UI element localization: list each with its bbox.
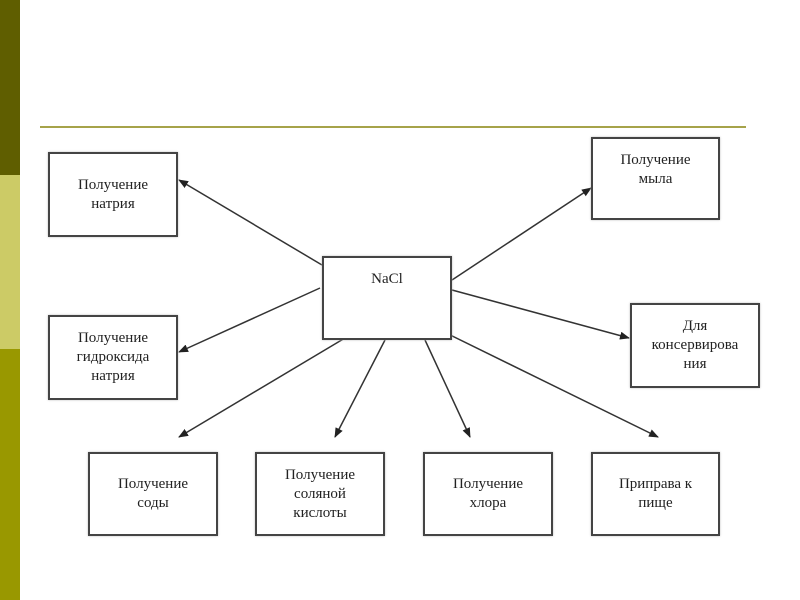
node-label: кислоты [293,504,347,521]
node-label: Получение [620,152,691,168]
node-label: пище [638,495,673,511]
node-label: Для [682,318,708,334]
node-hydroxide: Получение гидроксида натрия [48,315,178,400]
node-label: Получение [77,176,149,193]
node-nacl: NaCl [322,256,452,340]
node-label: Получение [77,330,149,346]
node-label: хлора [469,495,507,511]
node-preserving: Для консервирова ния [630,303,760,388]
arrow-to-seasoning [439,329,659,438]
node-acid: Получение соляной кислоты [255,452,385,536]
node-soda: Получение соды [88,452,218,536]
arrow-to-sodium [178,179,323,266]
node-label: натрия [91,195,135,212]
node-label: гидроксида [76,349,150,365]
node-seasoning: Приправа к пище [591,452,720,536]
node-label: Получение [284,466,356,483]
node-label: соляной [294,485,346,502]
arrow-to-acid [334,339,386,438]
accent-strip-top [0,0,20,175]
node-label: соды [137,495,169,511]
node-label: Получение [117,476,189,492]
arrow-to-soda [178,337,346,438]
node-soap: Получение мыла [591,137,720,220]
node-label: натрия [91,368,135,384]
node-sodium: Получение натрия [48,152,178,237]
node-label: NaCl [371,271,403,287]
arrow-to-chlorine [424,339,471,438]
arrow-to-hydroxide [178,287,321,353]
node-label: ния [683,356,707,372]
title-divider [40,126,746,128]
arrow-to-preserving [451,289,630,340]
arrow-to-soap [451,187,592,281]
accent-strip-middle [0,175,20,349]
node-label: мыла [638,171,673,187]
node-label: Получение [452,476,524,492]
accent-strip-bottom [0,349,20,600]
node-chlorine: Получение хлора [423,452,553,536]
node-label: консервирова [651,337,739,353]
node-label: Приправа к [618,476,693,492]
